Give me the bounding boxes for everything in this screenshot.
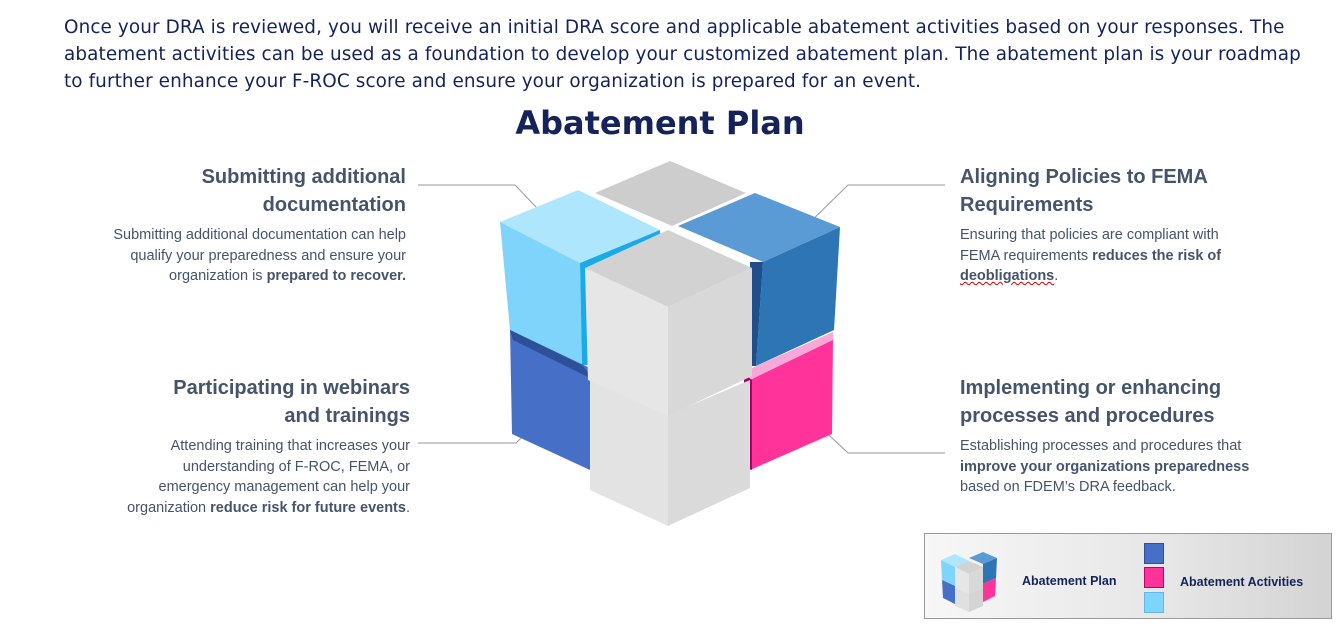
spellcheck-word: deobligations xyxy=(960,268,1055,284)
cube-mid-blue xyxy=(678,193,840,366)
cube-center-gray xyxy=(585,230,752,416)
block-heading: Participating in webinars and trainings xyxy=(173,377,410,427)
cube-bottom-gray xyxy=(590,380,750,526)
block-heading: Submitting additional documentation xyxy=(201,166,406,216)
block-heading: Implementing or enhancing processes and … xyxy=(960,377,1222,427)
block-processes-procedures: Implementing or enhancing processes and … xyxy=(960,374,1250,498)
block-submitting-documentation: Submitting additional documentation Subm… xyxy=(108,163,406,287)
block-webinars-trainings: Participating in webinars and trainings … xyxy=(112,374,410,518)
legend-label-activities: Abatement Activities xyxy=(1180,575,1304,589)
intro-paragraph: Once your DRA is reviewed, you will rece… xyxy=(64,17,1301,92)
block-description: Ensuring that policies are compliant wit… xyxy=(960,227,1222,284)
legend-label-plan: Abatement Plan xyxy=(1022,574,1117,588)
legend-swatch-magenta xyxy=(1144,567,1164,588)
legend: Abatement Plan Abatement Activities xyxy=(924,533,1332,619)
block-description: Submitting additional documentation can … xyxy=(113,227,406,284)
connector-top-right xyxy=(799,184,945,233)
legend-swatch-light-blue xyxy=(1144,592,1164,613)
legend-swatch-dark-blue xyxy=(1144,543,1164,564)
abatement-cube xyxy=(500,161,840,526)
block-aligning-policies: Aligning Policies to FEMA Requirements E… xyxy=(960,163,1260,287)
block-description: Attending training that increases your u… xyxy=(127,438,410,516)
page-title: Abatement Plan xyxy=(515,104,805,142)
cube-dark-blue xyxy=(510,330,594,470)
cube-back-top xyxy=(595,161,746,226)
cube-thumbnail-icon xyxy=(941,552,997,612)
block-description: Establishing processes and procedures th… xyxy=(960,438,1250,495)
block-heading: Aligning Policies to FEMA Requirements xyxy=(960,166,1208,216)
